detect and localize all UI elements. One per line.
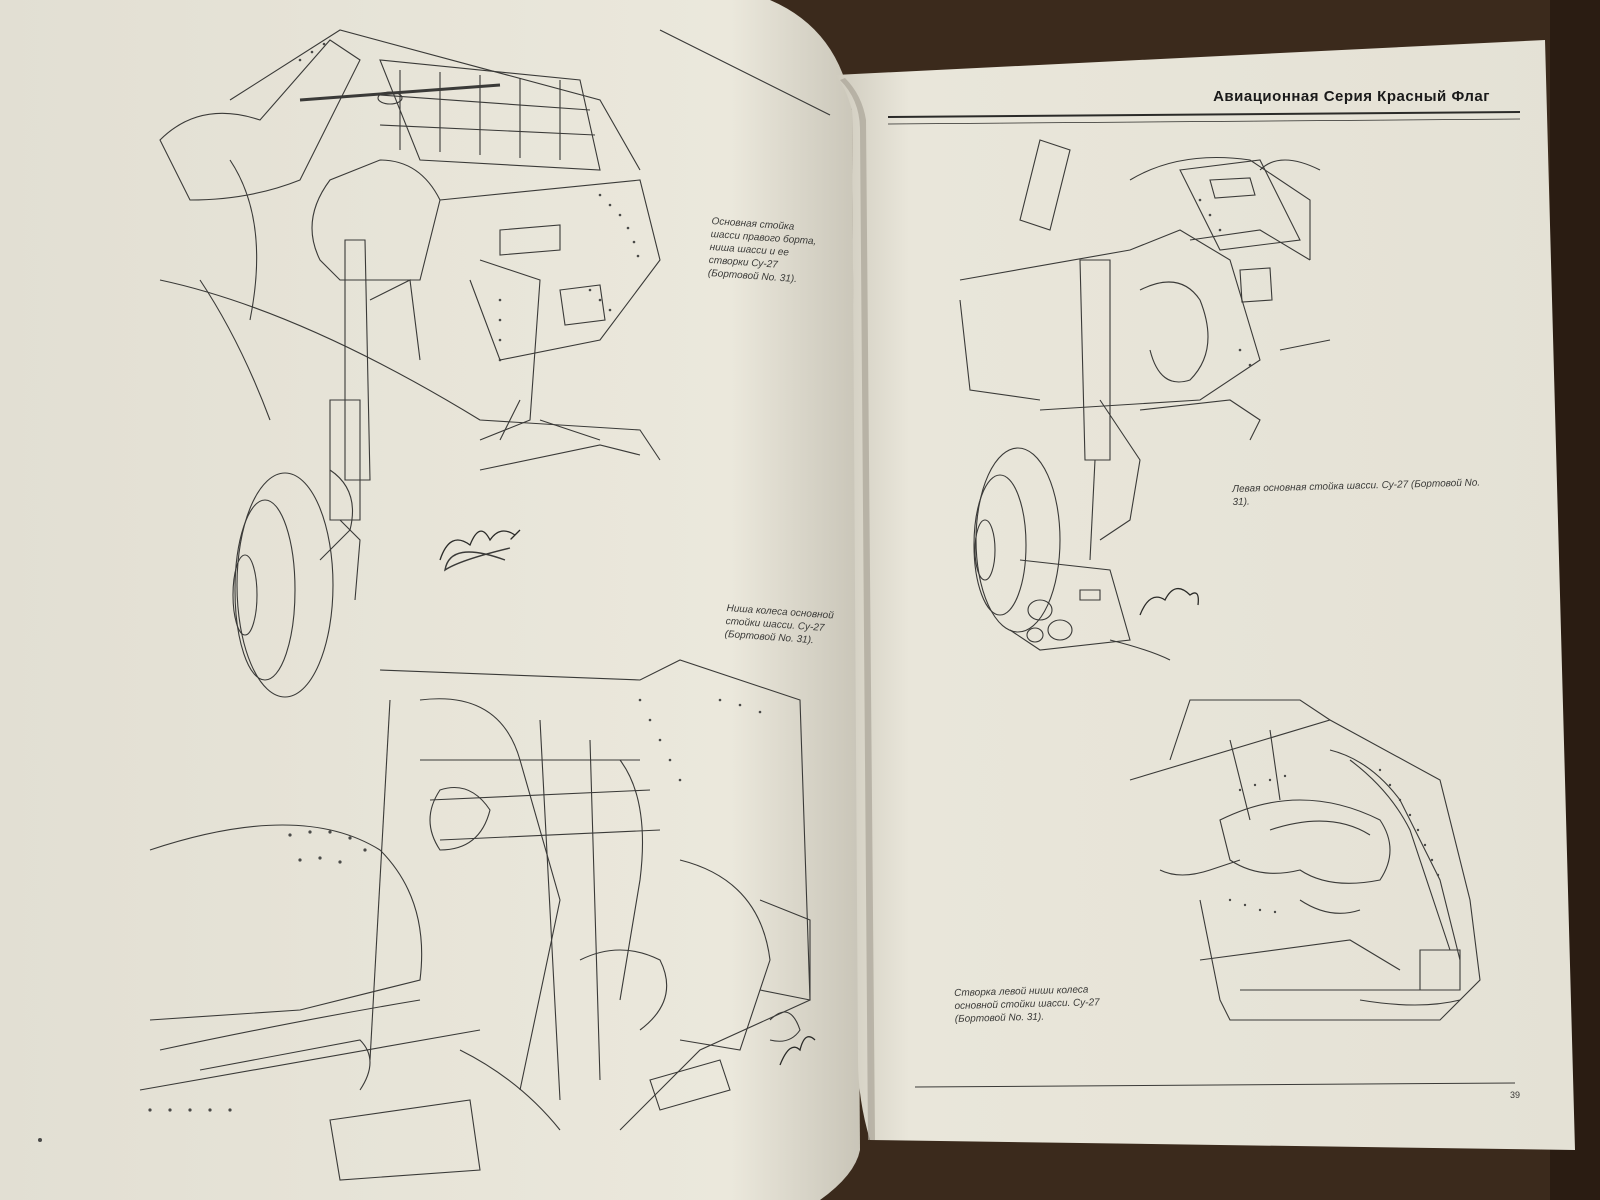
main-wheel-left — [236, 472, 334, 698]
landing-gear-drawing-left-top — [159, 29, 661, 698]
rivet-pattern — [298, 42, 640, 362]
landing-gear-drawing-right-top — [959, 139, 1331, 661]
artist-signature-left-2 — [779, 1036, 816, 1066]
footer-rule — [914, 1082, 1516, 1088]
artist-signature-left-1 — [439, 529, 521, 561]
artist-signature-right-1 — [1139, 588, 1199, 616]
page-number: 39 — [1510, 1090, 1521, 1100]
caption-left-middle: Ниша колеса основной стойки шасси. Су-27… — [724, 602, 835, 647]
page-header-title: Авиационная Серия Красный Флаг — [1213, 88, 1490, 105]
left-page — [0, 0, 860, 1200]
gear-door-drawing-right-bottom — [1129, 699, 1481, 1021]
wheel-well-drawing-left-bottom — [139, 659, 811, 1181]
caption-right-bottom: Створка левой ниши колеса основной стойк… — [954, 984, 1100, 1025]
caption-left-top: Основная стойка шасси правого борта, ниш… — [707, 215, 817, 286]
header-rule — [887, 111, 1521, 125]
rivet-pattern-bottom — [38, 698, 762, 1142]
right-page — [835, 40, 1575, 1150]
